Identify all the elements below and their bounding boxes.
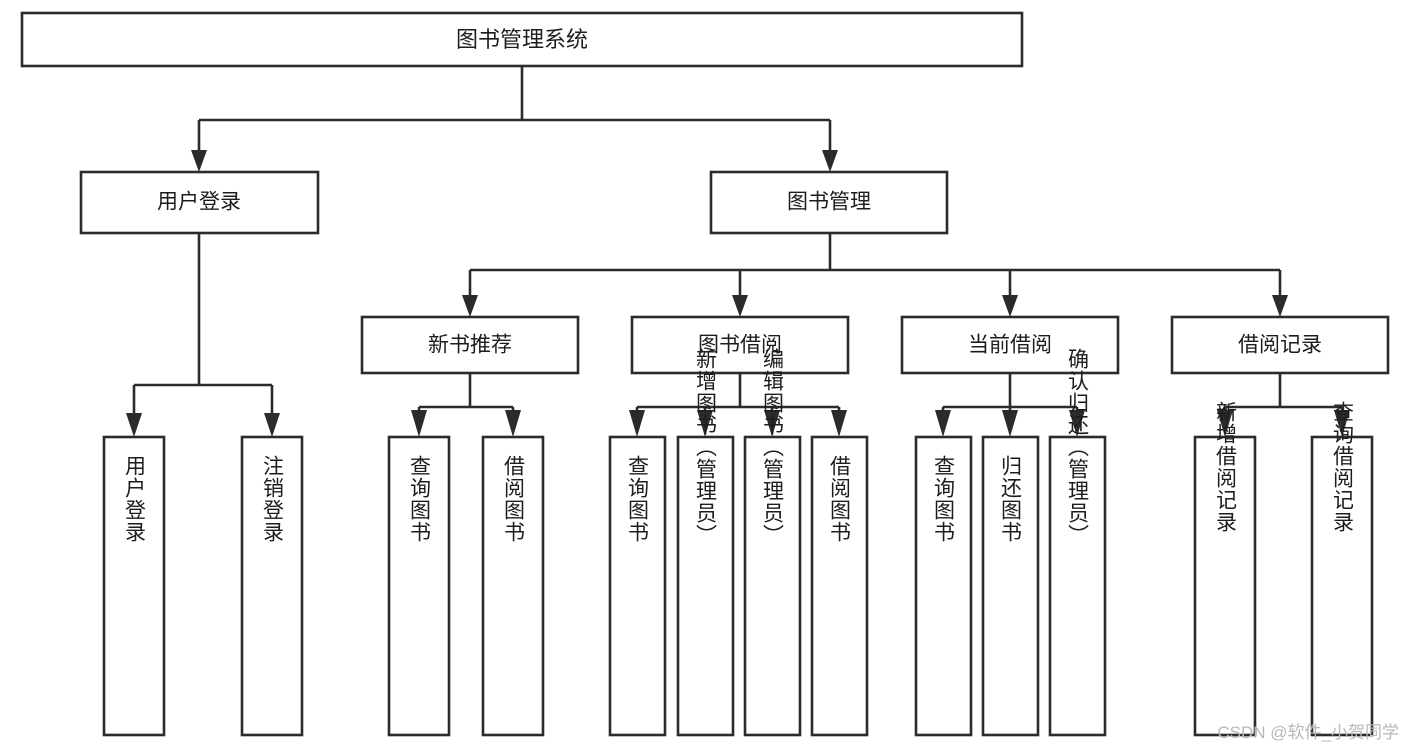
node-leaf-add-borrow-record[interactable]: 新增借阅记录 <box>1193 401 1257 737</box>
node-leaf-confirm-return-admin-label: 确认归还（管理员） <box>1066 348 1090 546</box>
node-leaf-return-book-box[interactable] <box>981 435 1040 737</box>
node-borrow-record-label: 借阅记录 <box>1238 334 1322 357</box>
node-leaf-query-book-1[interactable]: 查询图书 <box>387 435 451 737</box>
node-leaf-query-borrow-record-label: 查询借阅记录 <box>1331 401 1355 533</box>
node-borrow-record-box[interactable] <box>1170 315 1390 375</box>
node-book-borrow-label: 图书借阅 <box>698 334 782 357</box>
node-new-book-recommend-box[interactable] <box>360 315 580 375</box>
node-leaf-add-borrow-record-label: 新增借阅记录 <box>1214 401 1238 533</box>
arrowhead-leaf-query-book-3 <box>935 410 951 437</box>
watermark-text: CSDN @软件_小贺同学 <box>1217 723 1399 742</box>
node-leaf-query-book-2[interactable]: 查询图书 <box>608 435 667 737</box>
node-leaf-user-login-label: 用户登录 <box>123 455 147 543</box>
node-leaf-borrow-book-2-box[interactable] <box>810 435 869 737</box>
node-book-borrow[interactable]: 图书借阅 <box>630 315 850 375</box>
arrowhead-leaf-query-book-1 <box>411 410 427 437</box>
node-leaf-return-book[interactable]: 归还图书 <box>981 435 1040 737</box>
node-leaf-confirm-return-admin-box[interactable] <box>1048 435 1107 737</box>
arrowhead-leaf-logout <box>264 413 280 437</box>
node-leaf-logout-box[interactable] <box>240 435 304 737</box>
node-leaf-add-book-admin[interactable]: 新增图书（管理员） <box>676 348 735 737</box>
node-leaf-user-login-box[interactable] <box>102 435 166 737</box>
node-leaf-query-book-1-box[interactable] <box>387 435 451 737</box>
node-leaf-query-book-1-label: 查询图书 <box>408 455 432 543</box>
node-leaf-query-borrow-record[interactable]: 查询借阅记录 <box>1310 401 1374 737</box>
node-leaf-borrow-book-1-label: 借阅图书 <box>502 455 526 543</box>
arrowhead-user-login <box>191 150 207 172</box>
arrowhead-leaf-query-borrow-record <box>1334 410 1350 437</box>
node-leaf-edit-book-admin[interactable]: 编辑图书（管理员） <box>743 348 802 737</box>
arrowhead-book-management <box>822 150 838 172</box>
arrowhead-leaf-borrow-book-1 <box>505 410 521 437</box>
node-leaf-logout-label: 注销登录 <box>261 455 285 543</box>
node-leaf-logout[interactable]: 注销登录 <box>240 435 304 737</box>
node-leaf-query-book-3[interactable]: 查询图书 <box>914 435 973 737</box>
node-leaf-borrow-book-2-label: 借阅图书 <box>828 455 852 543</box>
node-new-book-recommend[interactable]: 新书推荐 <box>360 315 580 375</box>
node-leaf-query-book-3-label: 查询图书 <box>932 455 956 543</box>
node-leaf-add-book-admin-label: 新增图书（管理员） <box>694 348 718 546</box>
node-root-label: 图书管理系统 <box>456 27 588 52</box>
arrowhead-leaf-add-book-admin <box>697 410 713 437</box>
node-leaf-edit-book-admin-box[interactable] <box>743 435 802 737</box>
node-root[interactable]: 图书管理系统 <box>20 11 1024 68</box>
node-book-management-label: 图书管理 <box>787 191 871 214</box>
node-user-login-box[interactable] <box>79 170 320 235</box>
node-leaf-return-book-label: 归还图书 <box>999 455 1023 543</box>
arrowhead-new-book-recommend <box>462 295 478 317</box>
connector-layer <box>126 66 1350 437</box>
node-leaf-add-book-admin-box[interactable] <box>676 435 735 737</box>
arrowhead-leaf-add-borrow-record <box>1217 410 1233 437</box>
node-leaf-borrow-book-1[interactable]: 借阅图书 <box>481 435 545 737</box>
node-current-borrow[interactable]: 当前借阅 <box>900 315 1120 375</box>
node-new-book-recommend-label: 新书推荐 <box>428 334 512 357</box>
node-borrow-record[interactable]: 借阅记录 <box>1170 315 1390 375</box>
node-book-borrow-box[interactable] <box>630 315 850 375</box>
node-book-management-box[interactable] <box>709 170 949 235</box>
node-leaf-query-book-3-box[interactable] <box>914 435 973 737</box>
node-leaf-borrow-book-2[interactable]: 借阅图书 <box>810 435 869 737</box>
arrowhead-book-borrow <box>732 295 748 317</box>
arrowhead-leaf-confirm-return-admin <box>1069 410 1085 437</box>
arrowhead-leaf-borrow-book-2 <box>831 410 847 437</box>
arrowhead-leaf-edit-book-admin <box>764 410 780 437</box>
node-leaf-confirm-return-admin[interactable]: 确认归还（管理员） <box>1048 348 1107 737</box>
node-book-management[interactable]: 图书管理 <box>709 170 949 235</box>
arrowhead-leaf-query-book-2 <box>629 410 645 437</box>
node-user-login-label: 用户登录 <box>157 191 241 214</box>
node-current-borrow-label: 当前借阅 <box>968 334 1052 357</box>
arrowhead-current-borrow <box>1002 295 1018 317</box>
arrowhead-borrow-record <box>1272 295 1288 317</box>
node-leaf-borrow-book-1-box[interactable] <box>481 435 545 737</box>
node-leaf-edit-book-admin-label: 编辑图书（管理员） <box>761 348 785 546</box>
arrowhead-leaf-user-login <box>126 413 142 437</box>
node-root-box[interactable] <box>20 11 1024 68</box>
node-leaf-query-book-2-box[interactable] <box>608 435 667 737</box>
node-user-login[interactable]: 用户登录 <box>79 170 320 235</box>
node-leaf-add-borrow-record-box[interactable] <box>1193 435 1257 737</box>
node-leaf-query-borrow-record-box[interactable] <box>1310 435 1374 737</box>
node-leaf-query-book-2-label: 查询图书 <box>626 455 650 543</box>
node-current-borrow-box[interactable] <box>900 315 1120 375</box>
node-leaf-user-login[interactable]: 用户登录 <box>102 435 166 737</box>
arrowhead-leaf-return-book <box>1002 410 1018 437</box>
